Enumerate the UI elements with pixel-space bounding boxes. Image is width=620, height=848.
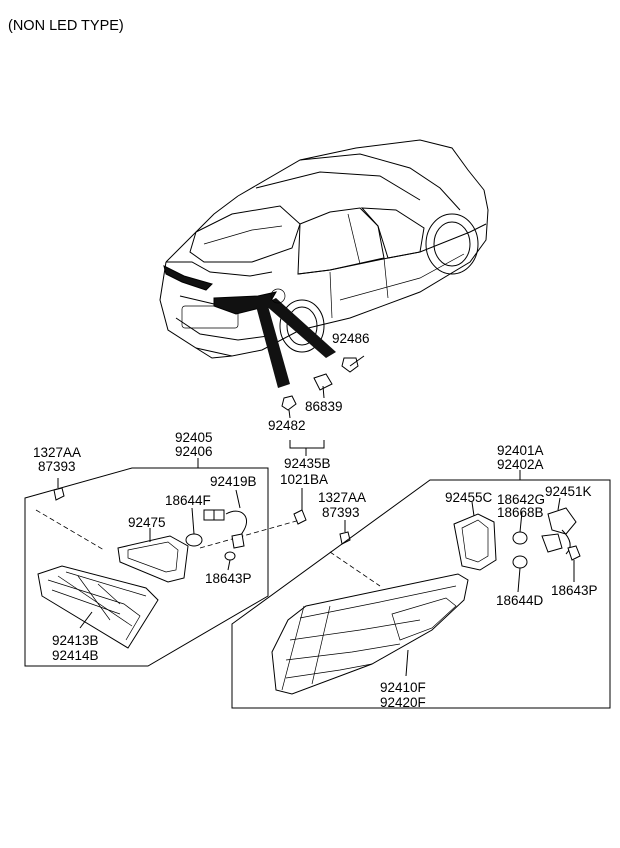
- label-86839: 86839: [305, 399, 343, 414]
- label-92419B: 92419B: [210, 474, 257, 489]
- left-assembly: [24, 458, 381, 667]
- label-87393-mid: 87393: [322, 505, 360, 520]
- label-92486: 92486: [332, 331, 370, 346]
- label-18643P-left: 18643P: [205, 571, 252, 586]
- label-92410F: 92410F: [380, 680, 426, 695]
- label-92414B: 92414B: [52, 648, 99, 663]
- label-18644F: 18644F: [165, 493, 211, 508]
- label-18644D: 18644D: [496, 593, 544, 608]
- label-18642G: 18642G: [497, 492, 545, 507]
- label-92482: 92482: [268, 418, 306, 433]
- label-18643P-right: 18643P: [551, 583, 598, 598]
- diagram-title: (NON LED TYPE): [8, 18, 124, 34]
- center-fasteners: [281, 355, 365, 545]
- label-92451K: 92451K: [545, 484, 592, 499]
- label-92475: 92475: [128, 515, 166, 530]
- label-92406: 92406: [175, 444, 213, 459]
- label-1327AA-left: 1327AA: [33, 445, 81, 460]
- part-labels: 92486 86839 92482 92435B 1021BA 1327AA 8…: [33, 331, 598, 710]
- label-87393-left: 87393: [38, 459, 76, 474]
- label-92420F: 92420F: [380, 695, 426, 710]
- label-92455C: 92455C: [445, 490, 493, 505]
- label-92402A: 92402A: [497, 457, 544, 472]
- label-92413B: 92413B: [52, 633, 99, 648]
- car-illustration: [159, 139, 489, 388]
- label-1021BA: 1021BA: [280, 472, 328, 487]
- label-92435B: 92435B: [284, 456, 331, 471]
- label-18668B: 18668B: [497, 505, 544, 520]
- label-92401A: 92401A: [497, 443, 544, 458]
- right-assembly: [231, 470, 611, 709]
- label-92405: 92405: [175, 430, 213, 445]
- label-1327AA-mid: 1327AA: [318, 490, 366, 505]
